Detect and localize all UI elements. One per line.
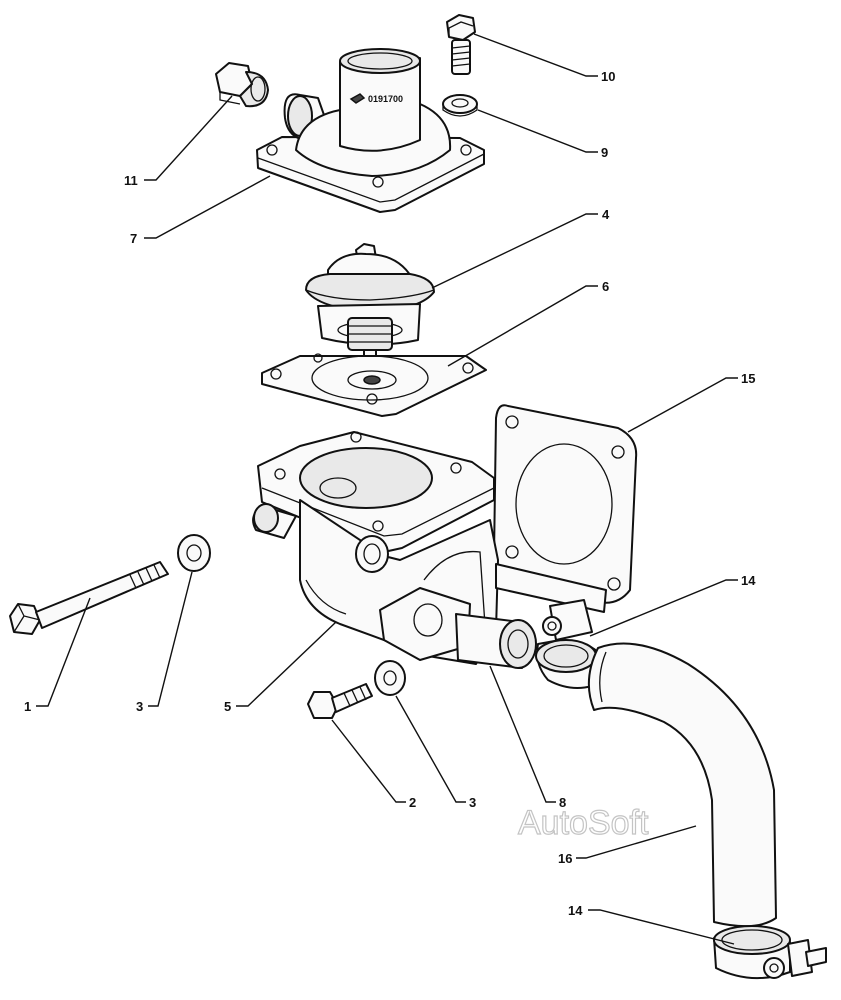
bolt-10: [446, 14, 476, 75]
gasket-6: [261, 353, 487, 417]
callout-3-lower: 3: [469, 795, 476, 810]
callout-11: 11: [124, 173, 138, 188]
washer-3-upper: [177, 534, 211, 572]
bolt-1: [9, 561, 169, 635]
callout-7: 7: [130, 231, 137, 246]
hose-clamp-14-upper: [535, 599, 599, 689]
callout-8: 8: [559, 795, 566, 810]
thermostat-4: [305, 243, 435, 377]
washer-9: [442, 94, 478, 117]
callout-4: 4: [602, 207, 610, 222]
callout-2: 2: [409, 795, 416, 810]
callout-6: 6: [602, 279, 609, 294]
callout-5: 5: [224, 699, 231, 714]
callout-14-lower: 14: [568, 903, 583, 918]
cover-marking: 0191700: [368, 94, 403, 104]
callout-1: 1: [24, 699, 31, 714]
callout-10: 10: [601, 69, 615, 84]
leader-lines: [36, 33, 738, 945]
watermark: AutoSoft: [518, 804, 649, 842]
callout-14-upper: 14: [741, 573, 756, 588]
plug-11: [215, 62, 269, 108]
callout-16: 16: [558, 851, 572, 866]
callout-9: 9: [601, 145, 608, 160]
callout-15: 15: [741, 371, 755, 386]
thermostat-cover-7: 0191700: [256, 48, 485, 213]
callout-labels: 10 9 11 7 4 6 15 14 1 3 5 2 3 8 16 14: [24, 69, 756, 918]
callout-3-upper: 3: [136, 699, 143, 714]
bolt-2: [307, 683, 373, 719]
thermostat-housing-5: [252, 431, 607, 669]
hose-16: [587, 642, 777, 928]
hose-clamp-14-lower: [713, 925, 827, 980]
washer-3-lower: [374, 660, 406, 696]
